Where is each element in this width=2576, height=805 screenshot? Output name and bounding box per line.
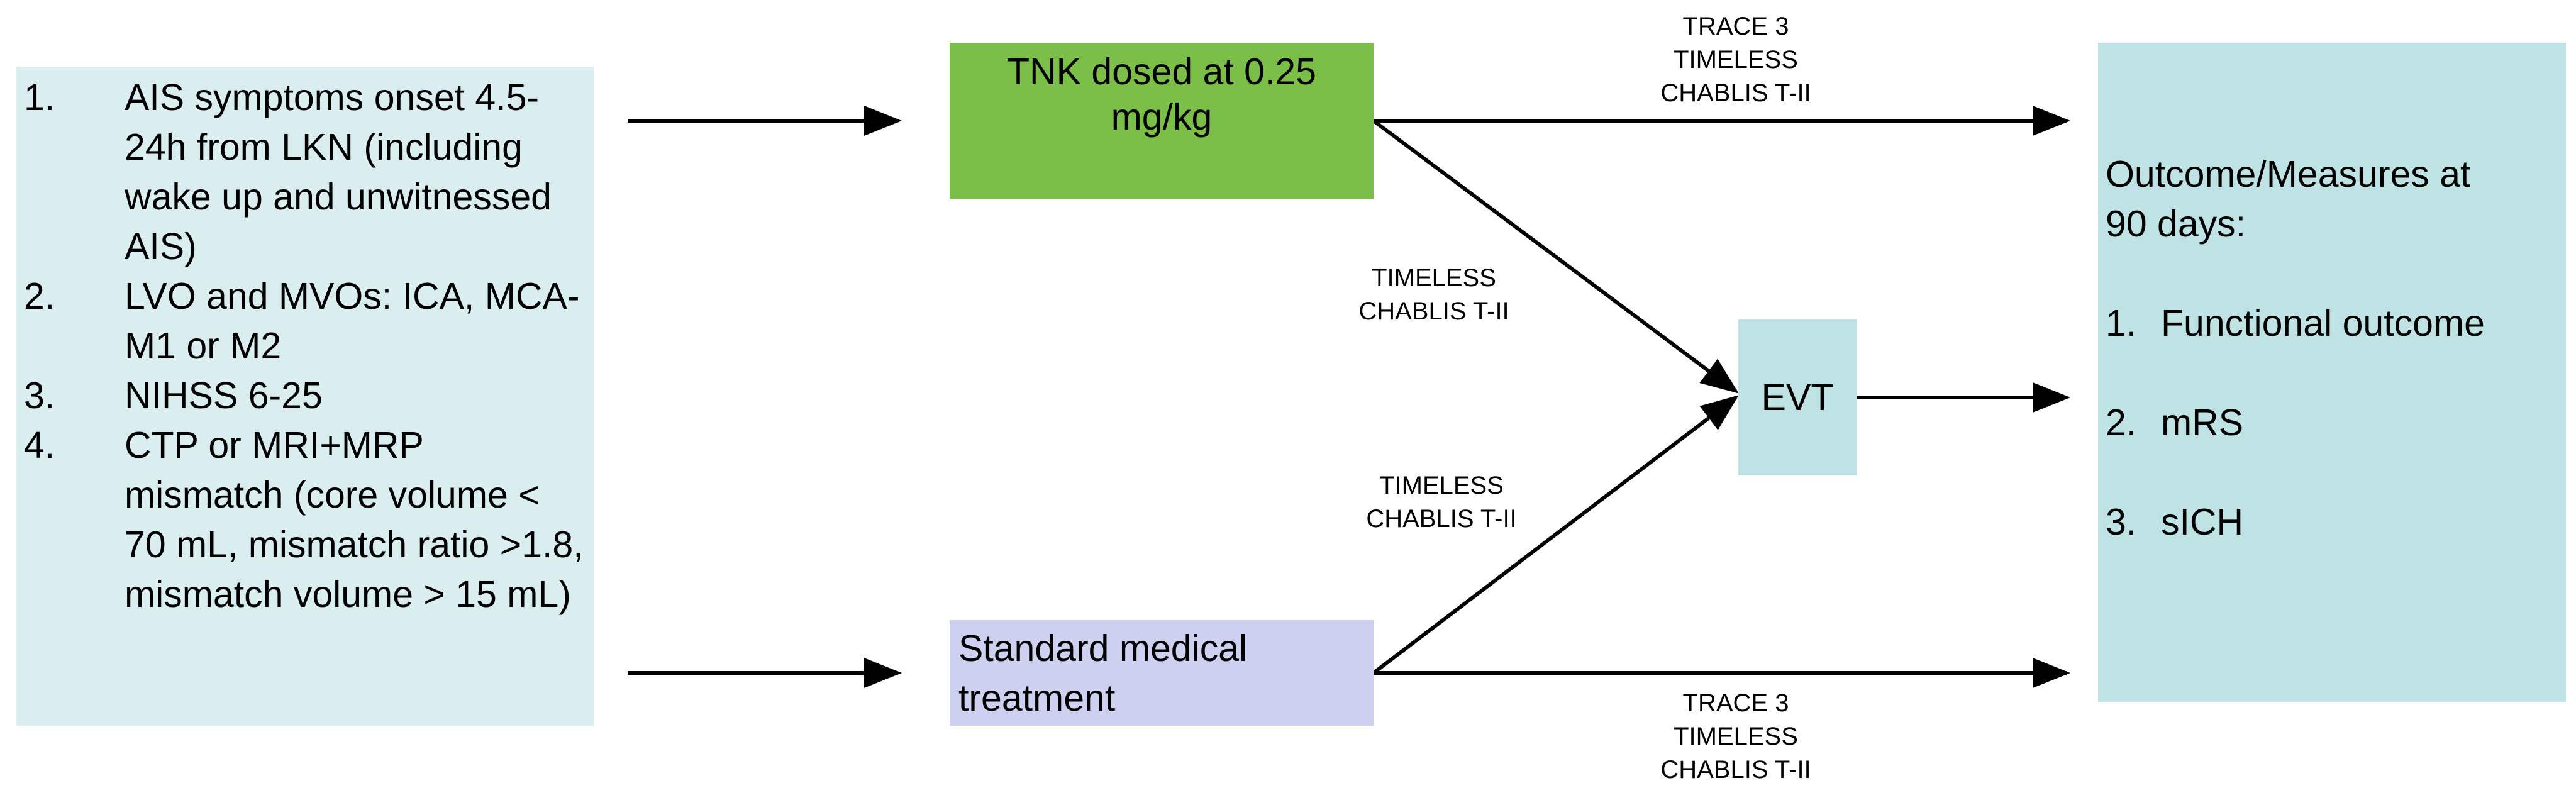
outcome-number: 2. bbox=[2106, 402, 2137, 443]
criteria-item: 3. NIHSS 6-25 bbox=[24, 371, 587, 421]
outcome-text: mRS bbox=[2161, 402, 2244, 443]
trial-label-bottom-right: TRACE 3 TIMELESS CHABLIS T-II bbox=[1604, 687, 1868, 787]
trial-label-lower-diagonal: TIMELESS CHABLIS T-II bbox=[1309, 469, 1574, 536]
outcome-number: 1. bbox=[2106, 303, 2137, 344]
trial-label-top-right: TRACE 3 TIMELESS CHABLIS T-II bbox=[1604, 10, 1868, 110]
criteria-text: AIS symptoms onset 4.5-24h from LKN (inc… bbox=[125, 77, 552, 267]
criteria-item: 1. AIS symptoms onset 4.5-24h from LKN (… bbox=[24, 73, 587, 272]
criteria-number: 4. bbox=[24, 425, 55, 466]
criteria-item: 2. LVO and MVOs: ICA, MCA-M1 or M2 bbox=[24, 272, 587, 371]
trial-name: CHABLIS T-II bbox=[1660, 756, 1811, 784]
evt-box: EVT bbox=[1738, 319, 1857, 475]
outcome-item: 2. mRS bbox=[2106, 398, 2566, 448]
smt-line1: Standard medical bbox=[958, 628, 1248, 669]
smt-line2: treatment bbox=[958, 677, 1116, 719]
criteria-number: 3. bbox=[24, 375, 55, 416]
criteria-text: LVO and MVOs: ICA, MCA-M1 or M2 bbox=[125, 275, 580, 367]
criteria-number: 1. bbox=[24, 77, 55, 118]
outcome-text: Functional outcome bbox=[2161, 303, 2485, 344]
outcome-title-line2: 90 days: bbox=[2106, 203, 2246, 245]
outcome-item: 1. Functional outcome bbox=[2106, 299, 2566, 348]
outcome-title-line1: Outcome/Measures at bbox=[2106, 153, 2471, 195]
trial-name: CHABLIS T-II bbox=[1660, 79, 1811, 107]
trial-name: TIMELESS bbox=[1372, 264, 1496, 292]
tnk-arm-box: TNK dosed at 0.25 mg/kg bbox=[950, 43, 1374, 199]
standard-treatment-box: Standard medical treatment bbox=[950, 620, 1374, 726]
trial-name: TRACE 3 bbox=[1682, 13, 1789, 40]
inclusion-criteria-box: 1. AIS symptoms onset 4.5-24h from LKN (… bbox=[16, 67, 594, 726]
criteria-item: 4. CTP or MRI+MRP mismatch (core volume … bbox=[24, 421, 587, 619]
tnk-line1: TNK dosed at 0.25 bbox=[1007, 51, 1316, 92]
trial-name: CHABLIS T-II bbox=[1366, 505, 1517, 533]
trial-name: CHABLIS T-II bbox=[1358, 297, 1509, 325]
criteria-number: 2. bbox=[24, 275, 55, 317]
trial-label-upper-diagonal: TIMELESS CHABLIS T-II bbox=[1302, 262, 1566, 328]
trial-name: TRACE 3 bbox=[1682, 689, 1789, 717]
trial-name: TIMELESS bbox=[1379, 472, 1504, 499]
outcome-item: 3. sICH bbox=[2106, 497, 2566, 547]
evt-label: EVT bbox=[1761, 377, 1834, 418]
trial-name: TIMELESS bbox=[1674, 46, 1798, 74]
arrow-smt-to-evt bbox=[1372, 395, 1739, 675]
criteria-text: CTP or MRI+MRP mismatch (core volume < 7… bbox=[125, 425, 584, 615]
tnk-line2: mg/kg bbox=[1111, 96, 1213, 138]
outcome-text: sICH bbox=[2161, 501, 2244, 543]
criteria-text: NIHSS 6-25 bbox=[125, 375, 323, 416]
outcome-number: 3. bbox=[2106, 501, 2137, 543]
outcome-box: Outcome/Measures at 90 days: 1. Function… bbox=[2098, 43, 2566, 702]
arrow-tnk-to-evt bbox=[1372, 119, 1739, 394]
trial-name: TIMELESS bbox=[1674, 723, 1798, 750]
